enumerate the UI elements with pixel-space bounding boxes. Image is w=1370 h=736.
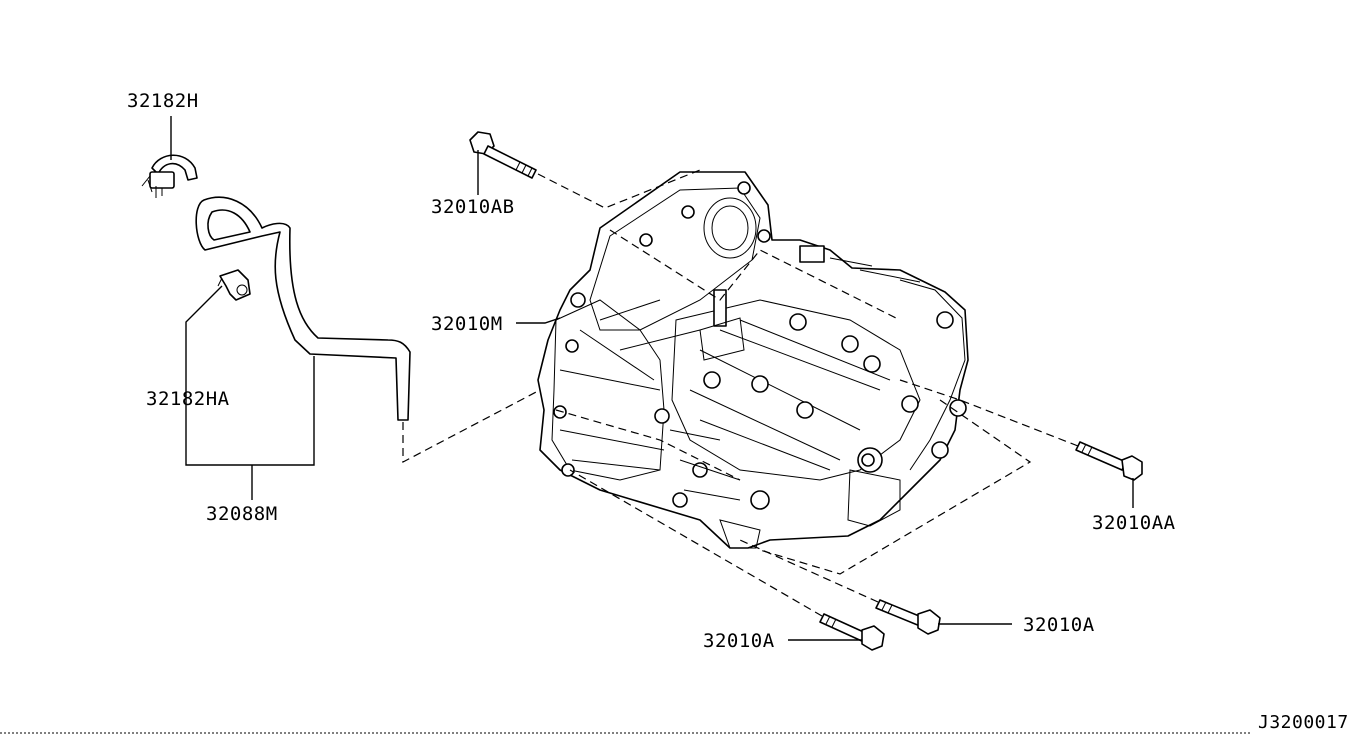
leader-32010m xyxy=(516,317,561,324)
clip-32182h[interactable] xyxy=(141,154,198,198)
label-32010m: 32010M xyxy=(431,313,503,335)
bolt-32010a-right[interactable] xyxy=(875,599,941,635)
label-32010aa: 32010AA xyxy=(1092,512,1176,534)
case-bolt-path-right xyxy=(759,399,1032,575)
label-32010a-left: 32010A xyxy=(703,630,775,652)
case-bolt-path-left xyxy=(555,409,741,481)
leader-32088m xyxy=(185,356,315,466)
bolt-32010ab[interactable] xyxy=(469,131,537,179)
hose-to-case-dashline xyxy=(402,389,541,463)
bolt-32010aa[interactable] xyxy=(1075,441,1143,481)
bolt-32010a-left[interactable] xyxy=(819,613,885,651)
leader-32182ha xyxy=(185,285,223,460)
case-bolt-path-top xyxy=(609,229,901,321)
bolt-32010a-left-dashline xyxy=(569,469,823,617)
label-32088m: 32088M xyxy=(206,503,278,525)
label-32010a-right: 32010A xyxy=(1023,614,1095,636)
label-32010ab: 32010AB xyxy=(431,196,515,218)
bolt-32010ab-dashline xyxy=(537,169,701,209)
figure-code: J3200017 xyxy=(1258,712,1349,733)
clip-32182ha[interactable] xyxy=(217,269,251,301)
bolt-32010aa-dashline xyxy=(899,379,1079,447)
label-32182ha: 32182HA xyxy=(146,388,230,410)
breather-hose-32088m[interactable] xyxy=(195,196,411,421)
transmission-case-32010m[interactable] xyxy=(537,171,969,549)
label-32182h: 32182H xyxy=(127,90,199,112)
bolt-32010a-right-dashline xyxy=(739,539,879,603)
